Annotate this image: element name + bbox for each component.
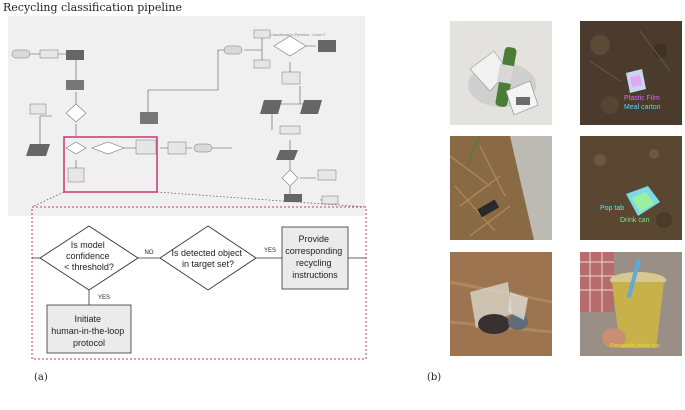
decision-confidence-diamond bbox=[39, 225, 139, 291]
human-in-loop-text: Initiate human-in-the-loop protocol bbox=[51, 314, 127, 348]
highlight-box bbox=[63, 136, 158, 193]
photo-can-in-grass bbox=[450, 136, 552, 240]
caption-a: (a) bbox=[34, 372, 48, 383]
zoom-detail: Is model confidence < threshold? NO Is d… bbox=[32, 225, 366, 354]
provide-instructions-box bbox=[281, 226, 349, 290]
decision-target-set-diamond bbox=[159, 225, 257, 291]
label-meal-carton: Meal carton bbox=[624, 104, 661, 111]
human-in-loop-box bbox=[46, 304, 132, 354]
zoom-connector-left bbox=[31, 191, 65, 208]
overview-header: Classification Pipeline - Level 0 bbox=[270, 32, 326, 37]
photo-disposable-cup: Disposable plastic cup bbox=[580, 252, 682, 356]
decision-confidence-text: Is model confidence < threshold? bbox=[64, 240, 114, 272]
label-plastic-film: Plastic Film bbox=[624, 95, 660, 102]
photo-pop-tab: Pop tab Drink can bbox=[580, 136, 682, 240]
decision-target-set-text: Is detected object in target set? bbox=[171, 248, 244, 269]
photo-meal-carton: Plastic Film Meal carton bbox=[580, 21, 682, 125]
zoom-panel bbox=[31, 206, 367, 360]
label-pop-tab: Pop tab bbox=[600, 205, 625, 212]
photo-crushed-bottle bbox=[450, 21, 552, 125]
flowchart-panel: Classification Pipeline - Level 0 bbox=[8, 16, 367, 360]
yes-label-down: YES bbox=[98, 295, 110, 301]
no-label: NO bbox=[145, 250, 154, 256]
caption-b: (b) bbox=[427, 372, 442, 383]
photo-plastic-cups bbox=[450, 252, 552, 356]
figure-title: Recycling classification pipeline bbox=[3, 1, 182, 14]
label-drink-can: Drink can bbox=[620, 217, 650, 224]
yes-label-right: YES bbox=[264, 248, 276, 254]
overview-background bbox=[8, 16, 365, 216]
label-disposable-cup: Disposable plastic cup bbox=[610, 343, 660, 349]
overview-nodes bbox=[11, 29, 339, 205]
provide-instructions-text: Provide corresponding recycling instruct… bbox=[285, 234, 345, 280]
